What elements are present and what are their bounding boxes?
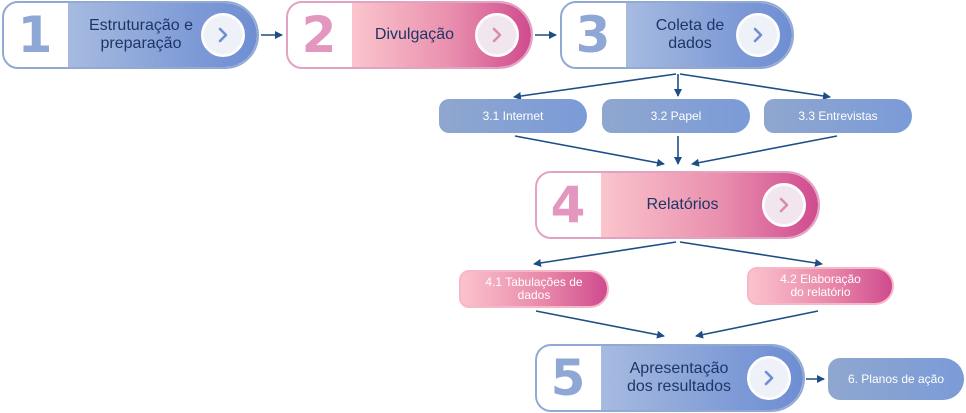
substep-4-2-elaboracao: 4.2 Elaboração do relatório (747, 267, 894, 305)
chevron-right-icon[interactable] (475, 13, 519, 57)
chevron-right-icon[interactable] (747, 356, 791, 400)
step-label: Estruturação e preparação (88, 17, 194, 52)
substep-label: 4.1 Tabulações de dados (485, 275, 583, 302)
chevron-right-icon[interactable] (762, 183, 806, 227)
substep-3-2-papel: 3.2 Papel (602, 99, 750, 133)
chevron-right-icon[interactable] (736, 13, 780, 57)
arrow-33-to-4 (691, 135, 838, 167)
step-label: Divulgação (374, 26, 455, 43)
step-2-divulgacao: 2 Divulgação (286, 1, 533, 69)
step-number: 5 (550, 349, 586, 407)
step-5-apresentacao: 5 Apresentação dos resultados (535, 344, 805, 412)
arrow-4-to-42 (679, 241, 823, 267)
arrow-3-to-31 (513, 73, 677, 100)
step-number: 3 (575, 6, 611, 64)
substep-4-1-tabulacoes: 4.1 Tabulações de dados (459, 270, 609, 308)
step-number: 4 (550, 176, 586, 234)
arrow-41-to-5 (535, 310, 665, 339)
chevron-right-icon[interactable] (201, 13, 245, 57)
substep-3-1-internet: 3.1 Internet (439, 99, 587, 133)
step-number: 1 (17, 6, 53, 64)
step-label: Relatórios (646, 196, 719, 213)
step-4-relatorios: 4 Relatórios (535, 171, 820, 239)
arrow-4-to-41 (533, 241, 677, 267)
step-number: 2 (301, 6, 337, 64)
substep-3-3-entrevistas: 3.3 Entrevistas (764, 99, 912, 133)
step-6-planos-de-acao: 6. Planos de ação (828, 358, 964, 400)
step-1-estruturacao: 1 Estruturação e preparação (2, 1, 259, 69)
substep-label: 4.2 Elaboração do relatório (780, 272, 861, 299)
arrow-3-to-33 (679, 73, 831, 100)
arrow-42-to-5 (695, 310, 819, 339)
arrow-31-to-4 (514, 135, 665, 167)
step-label: Apresentação dos resultados (626, 360, 732, 395)
step-3-coleta: 3 Coleta de dados (560, 1, 794, 69)
step-label: Coleta de dados (655, 17, 725, 52)
